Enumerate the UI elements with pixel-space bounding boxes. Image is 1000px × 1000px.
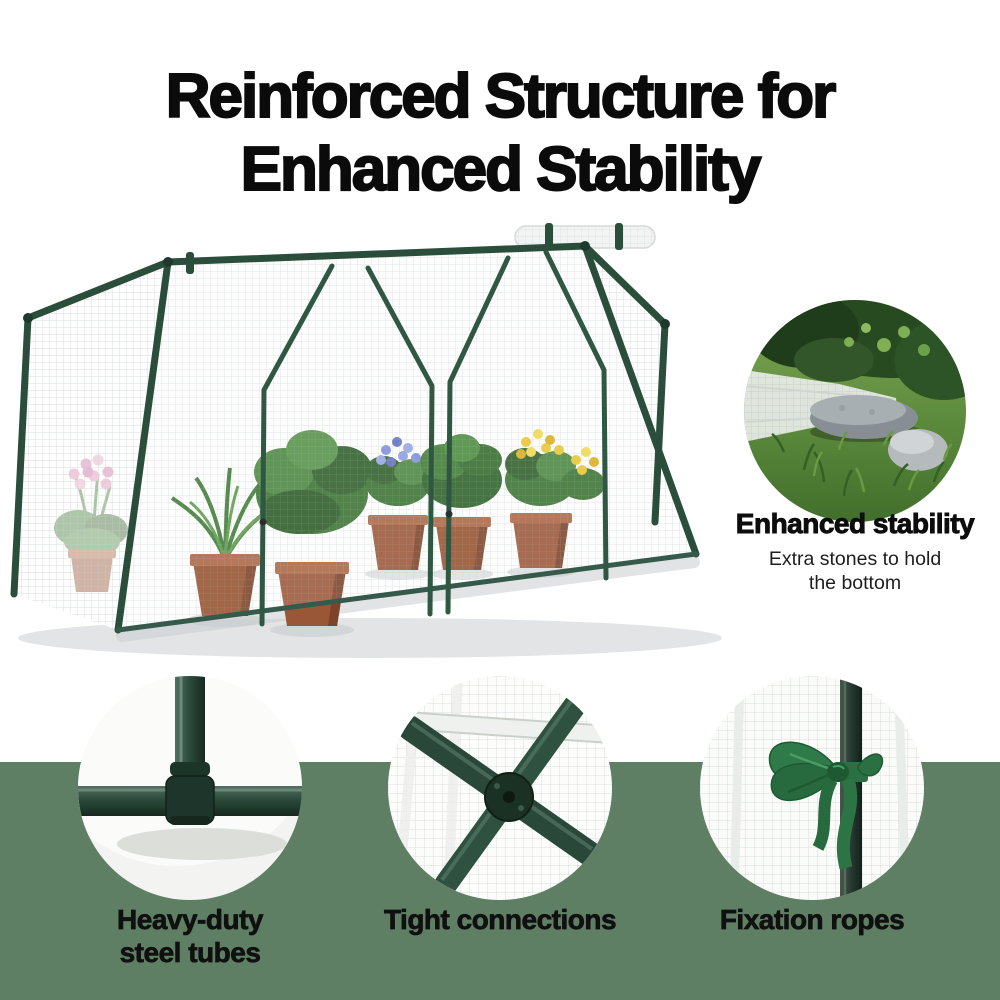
page-title: Reinforced Structure for Enhanced Stabil… [0, 60, 1000, 206]
steel-tube-joint-photo [78, 676, 302, 900]
connection-illustration [388, 676, 612, 900]
title-line-1: Reinforced Structure for [165, 61, 838, 132]
greenhouse-illustration [10, 223, 722, 658]
feature-caption-ropes: Fixation ropes [719, 904, 905, 936]
rope-illustration [700, 676, 924, 900]
fixation-rope-photo [700, 676, 924, 900]
tube-connection-photo [388, 676, 612, 900]
stones-illustration [744, 300, 966, 522]
stability-description: Extra stones to hold the bottom [768, 548, 942, 594]
feature-caption-connections: Tight connections [383, 904, 617, 936]
title-line-2: Enhanced Stability [240, 134, 763, 205]
stability-heading: Enhanced stability [735, 508, 975, 540]
t-joint-illustration [78, 676, 302, 900]
stones-inset-photo [744, 300, 966, 522]
feature-caption-steel-tubes: Heavy-duty steel tubes [117, 904, 264, 969]
greenhouse-photo [0, 222, 724, 666]
stability-callout: Enhanced stability Extra stones to hold … [706, 508, 1000, 595]
